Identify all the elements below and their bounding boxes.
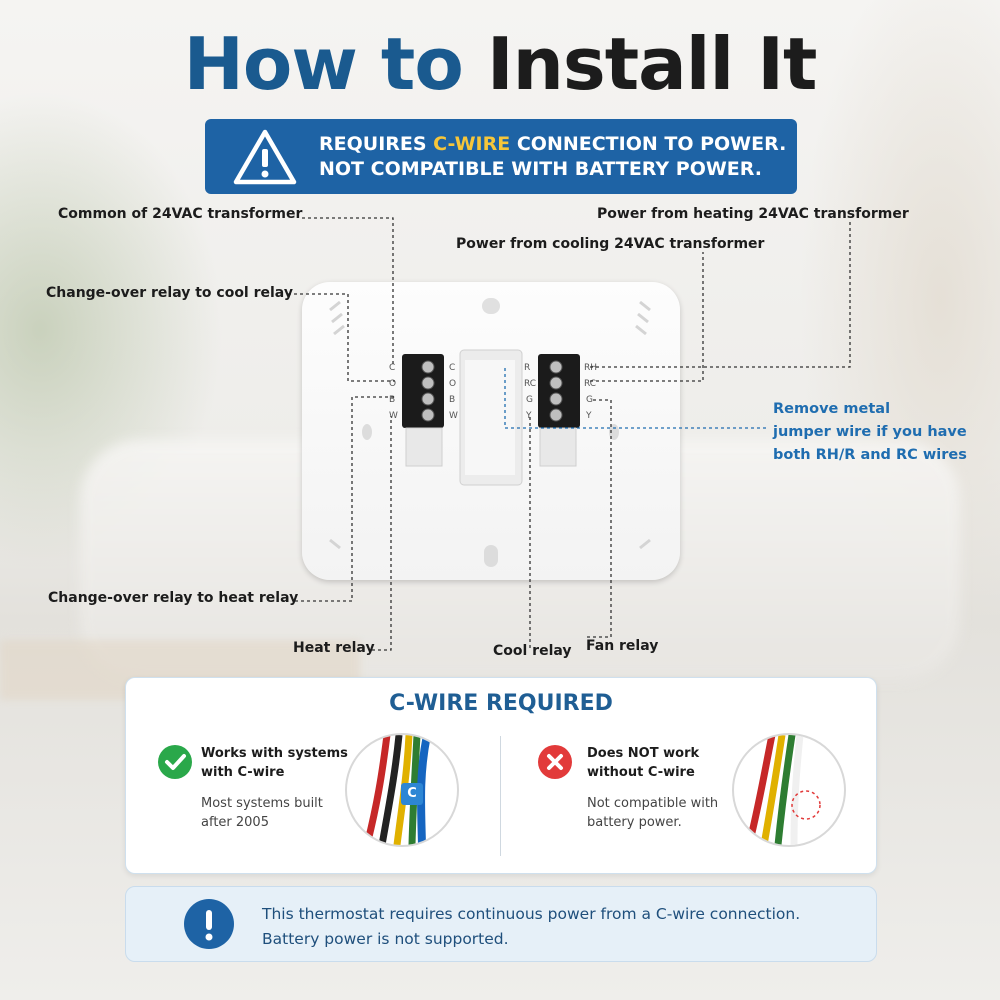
leader-power-heating [590, 222, 851, 368]
x-icon [538, 745, 572, 779]
label-jumper-note: Remove metal jumper wire if you have bot… [773, 398, 967, 467]
not-work-sub2: battery power. [587, 815, 682, 830]
c-wire-badge: C [401, 783, 423, 805]
note-text: This thermostat requires continuous powe… [262, 902, 800, 952]
term-right-outer-2: G [586, 395, 593, 405]
works-sub2: after 2005 [201, 815, 269, 830]
works-line2: with C-wire [201, 765, 285, 780]
note-line1: This thermostat requires continuous powe… [262, 905, 801, 923]
term-right-outer-1: RC [584, 379, 596, 389]
term-right-inner-0: R [524, 363, 530, 373]
title-part1: How to [183, 22, 464, 106]
banner-line1-prefix: REQUIRES [319, 133, 434, 155]
label-common: Common of 24VAC transformer [58, 206, 303, 222]
term-left-inner-3: W [449, 411, 458, 421]
panel-divider [500, 736, 501, 856]
leader-common [302, 217, 394, 364]
label-change-cool: Change-over relay to cool relay [46, 285, 293, 301]
label-change-heat: Change-over relay to heat relay [48, 590, 299, 606]
works-line1: Works with systems [201, 746, 348, 761]
page-title: How to Install It [0, 22, 1000, 106]
term-right-outer-3: Y [585, 411, 592, 421]
warning-icon [233, 129, 297, 185]
exclamation-icon [184, 899, 234, 949]
check-icon [158, 745, 192, 779]
works-sub1: Most systems built [201, 796, 323, 811]
leader-heat-relay [372, 416, 392, 651]
leader-change-cool [288, 293, 395, 382]
bottom-mount-slot [484, 545, 498, 567]
term-left-outer-2: B [389, 395, 395, 405]
term-left-outer-3: W [389, 411, 398, 421]
not-work-line2: without C-wire [587, 765, 695, 780]
works-heading: Works with systems with C-wire [201, 744, 348, 782]
label-cool-relay: Cool relay [493, 643, 572, 659]
terminal-letters: C O B W C O B W RH RC G Y R RC G Y [389, 363, 597, 421]
center-opening-inner [465, 360, 515, 475]
plate-vents [329, 300, 651, 550]
panel-title: C-WIRE REQUIRED [389, 691, 613, 716]
jumper-line1: Remove metal [773, 401, 891, 417]
banner-line1-suffix: CONNECTION TO POWER. [510, 133, 787, 155]
banner-line2: NOT COMPATIBLE WITH BATTERY POWER. [319, 158, 762, 180]
works-subtext: Most systems built after 2005 [201, 794, 323, 832]
not-work-subtext: Not compatible with battery power. [587, 794, 718, 832]
leader-lines [288, 217, 851, 651]
not-work-sub1: Not compatible with [587, 796, 719, 811]
leader-fan-relay [587, 399, 612, 638]
leader-change-heat [295, 396, 395, 602]
note-line2: Battery power is not supported. [262, 930, 509, 948]
jumper-line2: jumper wire if you have [773, 424, 967, 440]
leader-power-cooling [590, 252, 704, 382]
top-mount-slot [482, 298, 500, 314]
c-wire-photo: C [345, 733, 459, 847]
term-left-inner-1: O [449, 379, 456, 389]
wires-without-c-wire [745, 735, 821, 845]
term-left-inner-0: C [449, 363, 455, 373]
power-requirement-banner: REQUIRES C-WIRE CONNECTION TO POWER. NOT… [205, 119, 797, 194]
term-right-outer-0: RH [584, 363, 597, 373]
label-power-cooling: Power from cooling 24VAC transformer [456, 236, 765, 252]
label-power-heating: Power from heating 24VAC transformer [597, 206, 909, 222]
not-work-heading: Does NOT work without C-wire [587, 744, 699, 782]
no-c-wire-photo [732, 733, 846, 847]
left-terminal-block [402, 354, 444, 467]
term-left-outer-1: O [389, 379, 396, 389]
c-wire-highlight: C-WIRE [433, 133, 511, 155]
left-screw-hole [362, 424, 372, 440]
term-left-inner-2: B [449, 395, 455, 405]
term-right-inner-1: RC [524, 379, 536, 389]
banner-text: REQUIRES C-WIRE CONNECTION TO POWER. NOT… [319, 132, 786, 182]
term-right-inner-3: Y [525, 411, 532, 421]
right-terminal-block [538, 354, 580, 467]
leader-jumper [504, 368, 768, 429]
not-work-line1: Does NOT work [587, 746, 700, 761]
label-fan-relay: Fan relay [586, 638, 659, 654]
term-left-outer-0: C [389, 363, 395, 373]
jumper-line3: both RH/R and RC wires [773, 447, 967, 463]
title-part2: Install It [486, 22, 818, 106]
continuous-power-note: This thermostat requires continuous powe… [125, 886, 877, 962]
term-right-inner-2: G [526, 395, 533, 405]
c-wire-required-panel: C-WIRE REQUIRED Works with systems with … [125, 677, 877, 874]
label-heat-relay: Heat relay [293, 640, 375, 656]
